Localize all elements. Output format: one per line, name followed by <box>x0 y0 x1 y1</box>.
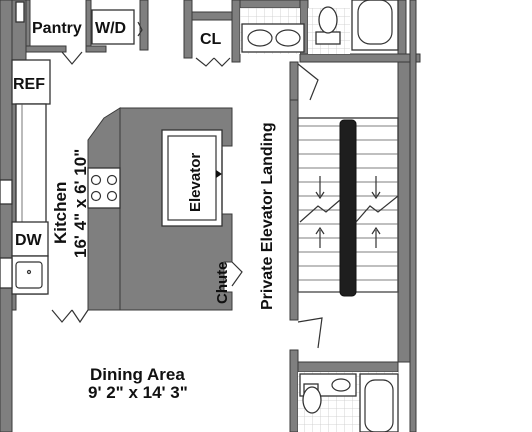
elevator-label: Elevator <box>187 153 204 212</box>
chute-label: Chute <box>214 262 231 305</box>
lower-bathroom <box>298 372 399 432</box>
kitchen <box>0 59 121 324</box>
upper-bathroom <box>240 0 399 54</box>
dining-size-label: 9' 2" x 14' 3" <box>88 383 188 402</box>
closet-label: CL <box>200 31 222 48</box>
pantry-label: Pantry <box>32 20 82 37</box>
stairs <box>297 63 399 349</box>
utility-rooms <box>15 1 231 67</box>
dw-label: DW <box>15 232 43 249</box>
kitchen-name-label: Kitchen <box>51 182 70 244</box>
labels: Pantry W/D CL REF DW Kitchen 16' 4" x 6'… <box>13 20 276 402</box>
elevator <box>161 129 243 287</box>
dining-name-label: Dining Area <box>90 365 185 384</box>
kitchen-size-label: 16' 4" x 6' 10" <box>71 149 90 258</box>
landing-label: Private Elevator Landing <box>259 122 276 310</box>
wd-label: W/D <box>95 20 126 37</box>
ref-label: REF <box>13 76 45 93</box>
